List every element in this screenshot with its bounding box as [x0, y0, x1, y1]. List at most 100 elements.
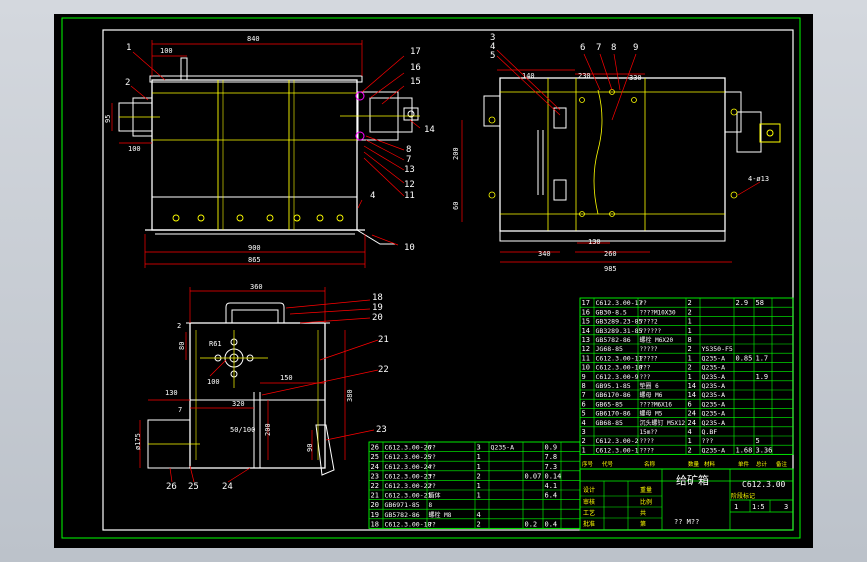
cell-no: 4 — [582, 419, 586, 427]
dim-900: 900 — [248, 244, 261, 252]
outer-frame — [61, 17, 801, 539]
cell-no: 19 — [371, 511, 379, 519]
callout-22: 22 — [378, 365, 389, 375]
drawing-number: C612.3.00 — [742, 480, 786, 489]
cell-w2: 7.8 — [545, 453, 558, 461]
cell-qty: 2 — [688, 364, 692, 372]
cell-no: 6 — [582, 400, 586, 408]
dim-shaft: 100 — [128, 145, 141, 153]
callout-26: 26 — [166, 482, 177, 492]
dim-r61: R61 — [209, 340, 222, 348]
cell-w2: 5 — [756, 437, 760, 445]
callout-1: 1 — [126, 43, 131, 53]
cell-name: ????M10X30 — [640, 309, 677, 316]
front-view — [139, 287, 379, 483]
cell-qty: 1 — [477, 453, 481, 461]
cell-qty: 1 — [477, 482, 481, 490]
cell-mat: Q.BF — [702, 428, 718, 436]
dim-175: ø175 — [134, 433, 142, 450]
cell-no: 15 — [582, 318, 590, 326]
side-view-dims: 140 230 330 200 60 130 260 340 985 4-ø13 — [452, 72, 769, 273]
side-callout-3: 3 — [490, 33, 495, 43]
cell-code: C612.3.00-18 — [385, 520, 432, 528]
cell-qty: 2 — [477, 472, 481, 480]
cell-mat: Q235-A — [702, 410, 726, 418]
cell-code: C612.3.00-22 — [385, 482, 432, 490]
sheet-note: ?? M?? — [674, 518, 699, 526]
cell-name: ???? — [640, 447, 655, 454]
cell-mat: YS350-F5 — [702, 345, 733, 353]
header-code: 代号 — [602, 460, 614, 468]
cell-qty: 1 — [688, 327, 692, 335]
cell-code: GB65-85 — [596, 400, 623, 408]
cell-no: 21 — [371, 492, 379, 500]
cell-no: 14 — [582, 327, 590, 335]
cell-name: ???? — [640, 438, 655, 445]
dim-handle: 100 — [160, 47, 173, 55]
cell-name: ?? — [429, 454, 437, 461]
cell-w2: 58 — [756, 299, 764, 307]
dim-865: 865 — [248, 256, 261, 264]
cell-name: 螺栓 M6X20 — [640, 336, 674, 344]
cell-no: 12 — [582, 345, 590, 353]
cell-name: ?? — [640, 300, 648, 307]
dim-90: 90 — [306, 444, 314, 452]
cell-mat: Q235-A — [702, 446, 726, 454]
callout-10: 10 — [404, 243, 415, 253]
callout-18: 18 — [372, 293, 383, 303]
side-callout-7: 7 — [596, 43, 601, 53]
cell-code: GB5782-86 — [596, 336, 631, 344]
cell-code: GB6170-86 — [596, 391, 631, 399]
dim-200: 200 — [264, 423, 272, 436]
cell-no: 20 — [371, 501, 379, 509]
cell-qty: 2 — [688, 345, 692, 353]
callout-7: 7 — [406, 155, 411, 165]
front-view-dims: 360 2 80 R61 100 150 130 320 50/100 200 … — [134, 283, 354, 452]
callout-8: 8 — [406, 145, 411, 155]
cell-code: GB6170-86 — [596, 410, 631, 418]
cell-name: ?????? — [640, 328, 662, 335]
cell-qty: 2 — [688, 446, 692, 454]
cell-no: 17 — [582, 299, 590, 307]
cell-code: GB68-85 — [596, 419, 623, 427]
header-mat: 材料 — [704, 460, 716, 468]
dim-260: 260 — [604, 250, 617, 258]
drawing-sheet: 840 100 900 865 100 95 — [54, 14, 813, 548]
page-label: 第 — [640, 520, 646, 528]
cell-qty: 24 — [688, 410, 696, 418]
callout-24: 24 — [222, 482, 233, 492]
side-callout-4: 4 — [490, 42, 495, 52]
title: 给矿箱 — [676, 473, 709, 487]
cell-no: 1 — [582, 446, 586, 454]
top-view-dims: 840 100 900 865 100 95 — [104, 35, 261, 264]
dim-360: 360 — [250, 283, 263, 291]
cell-code: GB95.1-85 — [596, 382, 631, 390]
callout-21: 21 — [378, 335, 389, 345]
cell-w1: 2.9 — [736, 299, 749, 307]
cell-qty: 1 — [688, 437, 692, 445]
cell-code: C612.3.00-11 — [596, 354, 643, 362]
callout-17: 17 — [410, 47, 421, 57]
cell-w2: 0.4 — [545, 520, 558, 528]
callout-12: 12 — [404, 180, 415, 190]
side-callout-5: 5 — [490, 51, 495, 61]
cell-w1: 1.68 — [736, 446, 753, 454]
cell-qty: 1 — [477, 463, 481, 471]
header-name: 名称 — [644, 460, 656, 468]
header-no: 序号 — [582, 460, 594, 468]
process-label: 工艺 — [583, 509, 595, 517]
cell-name: 沉头螺钉 M5X12 — [640, 419, 686, 427]
cell-mat: Q235-A — [702, 400, 726, 408]
cell-code: C612.3.00-10 — [596, 364, 643, 372]
dim-985: 985 — [604, 265, 617, 273]
cell-code: C612.3.00-17 — [596, 299, 643, 307]
